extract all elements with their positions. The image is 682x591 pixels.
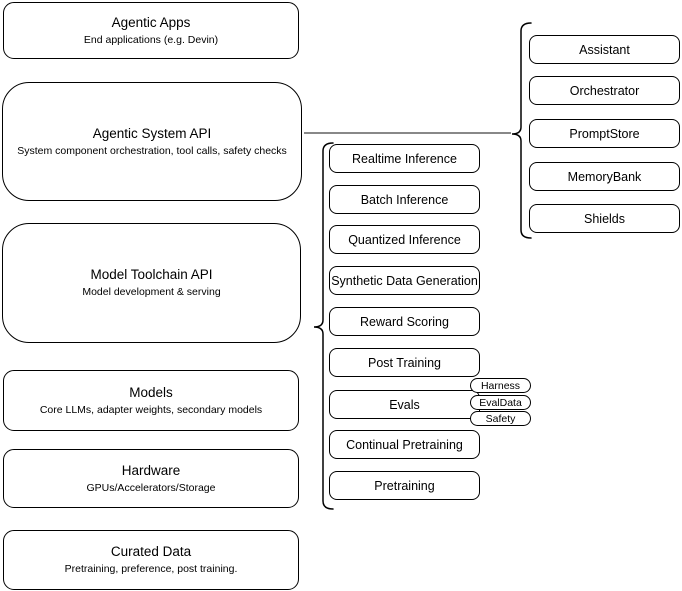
- box-subtitle: End applications (e.g. Devin): [83, 33, 219, 46]
- component-label: PromptStore: [569, 126, 640, 141]
- toolchain-item-evals: Evals: [329, 390, 480, 419]
- evals-tag-harness: Harness: [470, 378, 531, 393]
- box-title: Model Toolchain API: [90, 267, 213, 282]
- box-subtitle: Core LLMs, adapter weights, secondary mo…: [39, 403, 263, 416]
- box-model-toolchain-api: Model Toolchain API Model development & …: [2, 223, 301, 343]
- toolchain-item-label: Batch Inference: [360, 192, 449, 207]
- box-subtitle: Model development & serving: [82, 286, 221, 298]
- toolchain-item-synthetic-data-generation: Synthetic Data Generation: [329, 266, 480, 295]
- box-title: Curated Data: [110, 544, 192, 559]
- evals-tag-label: Safety: [485, 412, 516, 425]
- toolchain-item-quantized-inference: Quantized Inference: [329, 225, 480, 254]
- component-label: Shields: [584, 211, 625, 226]
- component-label: Assistant: [579, 42, 630, 57]
- box-models: Models Core LLMs, adapter weights, secon…: [3, 370, 299, 431]
- box-title: Agentic System API: [92, 125, 212, 141]
- bracket-toolchain: [313, 142, 334, 510]
- toolchain-item-label: Pretraining: [374, 478, 435, 493]
- component-orchestrator: Orchestrator: [529, 76, 680, 105]
- component-assistant: Assistant: [529, 35, 680, 64]
- toolchain-item-post-training: Post Training: [329, 348, 480, 377]
- toolchain-item-label: Synthetic Data Generation: [331, 273, 478, 288]
- box-curated-data: Curated Data Pretraining, preference, po…: [3, 530, 299, 590]
- component-label: MemoryBank: [567, 169, 642, 184]
- toolchain-item-label: Evals: [389, 397, 420, 412]
- component-label: Orchestrator: [569, 83, 640, 98]
- toolchain-item-continual-pretraining: Continual Pretraining: [329, 430, 480, 459]
- box-title: Models: [129, 384, 173, 400]
- toolchain-item-label: Reward Scoring: [360, 314, 449, 329]
- toolchain-item-pretraining: Pretraining: [329, 471, 480, 500]
- evals-tag-evaldata: EvalData: [470, 395, 531, 410]
- box-title: Agentic Apps: [111, 14, 191, 30]
- toolchain-item-label: Realtime Inference: [352, 151, 457, 166]
- toolchain-item-batch-inference: Batch Inference: [329, 185, 480, 214]
- evals-tag-label: Harness: [480, 379, 521, 392]
- box-subtitle: Pretraining, preference, post training.: [64, 563, 238, 575]
- toolchain-item-label: Quantized Inference: [348, 232, 461, 247]
- bracket-system-components: [511, 22, 532, 239]
- toolchain-item-realtime-inference: Realtime Inference: [329, 144, 480, 173]
- box-subtitle: GPUs/Accelerators/Storage: [86, 481, 216, 494]
- box-subtitle: System component orchestration, tool cal…: [17, 144, 287, 157]
- component-promptstore: PromptStore: [529, 119, 680, 148]
- box-hardware: Hardware GPUs/Accelerators/Storage: [3, 449, 299, 508]
- component-memorybank: MemoryBank: [529, 162, 680, 191]
- evals-tag-label: EvalData: [479, 396, 522, 409]
- toolchain-item-label: Continual Pretraining: [346, 437, 463, 452]
- evals-tag-safety: Safety: [470, 411, 531, 426]
- box-agentic-apps: Agentic Apps End applications (e.g. Devi…: [3, 2, 299, 59]
- toolchain-item-reward-scoring: Reward Scoring: [329, 307, 480, 336]
- toolchain-item-label: Post Training: [368, 355, 441, 370]
- box-title: Hardware: [121, 462, 181, 478]
- box-agentic-system-api: Agentic System API System component orch…: [2, 82, 302, 201]
- component-shields: Shields: [529, 204, 680, 233]
